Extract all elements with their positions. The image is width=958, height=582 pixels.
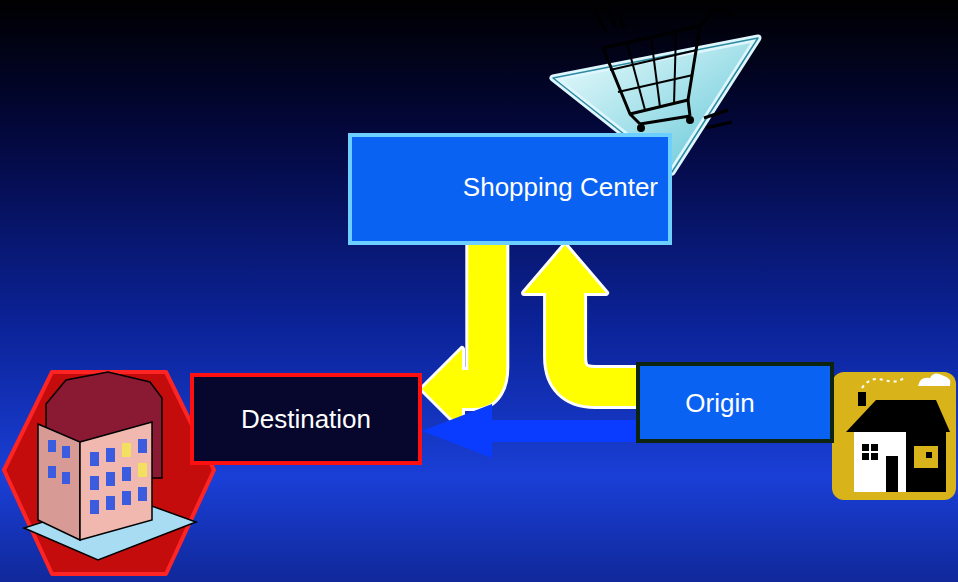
arrowhead-outline bbox=[422, 349, 462, 429]
arrow-outline bbox=[565, 292, 636, 387]
illustration-part bbox=[640, 116, 690, 124]
illustration-part bbox=[832, 372, 956, 500]
illustration-part bbox=[688, 100, 690, 116]
arrow-shaft bbox=[565, 292, 636, 387]
illustration-part bbox=[90, 500, 99, 514]
arrowhead-outline bbox=[524, 245, 606, 293]
illustration-part bbox=[610, 50, 697, 70]
illustration-part bbox=[106, 448, 115, 462]
flow-arrow bbox=[422, 245, 487, 429]
illustration-part bbox=[122, 443, 131, 457]
illustration-part bbox=[606, 6, 616, 26]
illustration-part bbox=[627, 43, 645, 110]
illustration-part bbox=[62, 446, 70, 458]
box-label: Origin bbox=[685, 388, 754, 418]
process-box: Shopping Center bbox=[348, 133, 672, 245]
illustration-part bbox=[862, 444, 878, 460]
arrow-shaft bbox=[491, 420, 636, 442]
illustration-part bbox=[716, 8, 734, 16]
illustration-part bbox=[858, 392, 866, 406]
process-box: Origin bbox=[636, 362, 834, 443]
illustration-part bbox=[38, 424, 80, 540]
illustration-part bbox=[914, 446, 938, 468]
illustration-part bbox=[138, 487, 147, 501]
illustration-part bbox=[637, 124, 645, 132]
illustration-part bbox=[106, 472, 115, 486]
illustration-part bbox=[700, 8, 716, 26]
illustration-part bbox=[138, 439, 147, 453]
illustration-part bbox=[706, 122, 732, 128]
illustration-part bbox=[122, 467, 131, 481]
illustration-part bbox=[62, 472, 70, 484]
arrowhead bbox=[422, 349, 462, 429]
box-label: Shopping Center bbox=[463, 172, 658, 202]
illustration-part bbox=[48, 466, 56, 478]
building-icon bbox=[4, 372, 214, 574]
illustration-part bbox=[618, 12, 624, 28]
illustration-part bbox=[686, 116, 694, 124]
illustration-part bbox=[854, 432, 906, 492]
illustration-part bbox=[90, 452, 99, 466]
illustration-part bbox=[906, 432, 946, 492]
illustration-part bbox=[4, 372, 214, 574]
illustration-part bbox=[862, 378, 904, 388]
illustration-part bbox=[926, 452, 932, 458]
arrow-shaft bbox=[461, 245, 487, 389]
illustration-part bbox=[138, 463, 147, 477]
illustration-part bbox=[122, 491, 131, 505]
illustration-part bbox=[603, 26, 700, 114]
illustration-part bbox=[594, 10, 606, 32]
illustration-part bbox=[704, 110, 728, 118]
illustration-part bbox=[651, 37, 660, 107]
flow-arrow bbox=[422, 404, 636, 458]
box-label: Destination bbox=[241, 404, 371, 434]
illustration-part bbox=[862, 451, 878, 453]
illustration-part bbox=[48, 440, 56, 452]
illustration-part bbox=[90, 476, 99, 490]
illustration-part bbox=[630, 114, 640, 124]
illustration-part bbox=[918, 373, 950, 386]
illustration-part bbox=[106, 496, 115, 510]
illustration-part bbox=[618, 75, 693, 92]
house-icon bbox=[832, 372, 956, 500]
illustration-part bbox=[80, 422, 152, 540]
illustration-part bbox=[886, 456, 898, 492]
flow-arrow bbox=[524, 245, 636, 387]
arrowhead bbox=[422, 404, 492, 458]
process-box: Destination bbox=[190, 373, 422, 465]
illustration-part bbox=[674, 32, 676, 104]
arrowhead bbox=[524, 245, 606, 293]
